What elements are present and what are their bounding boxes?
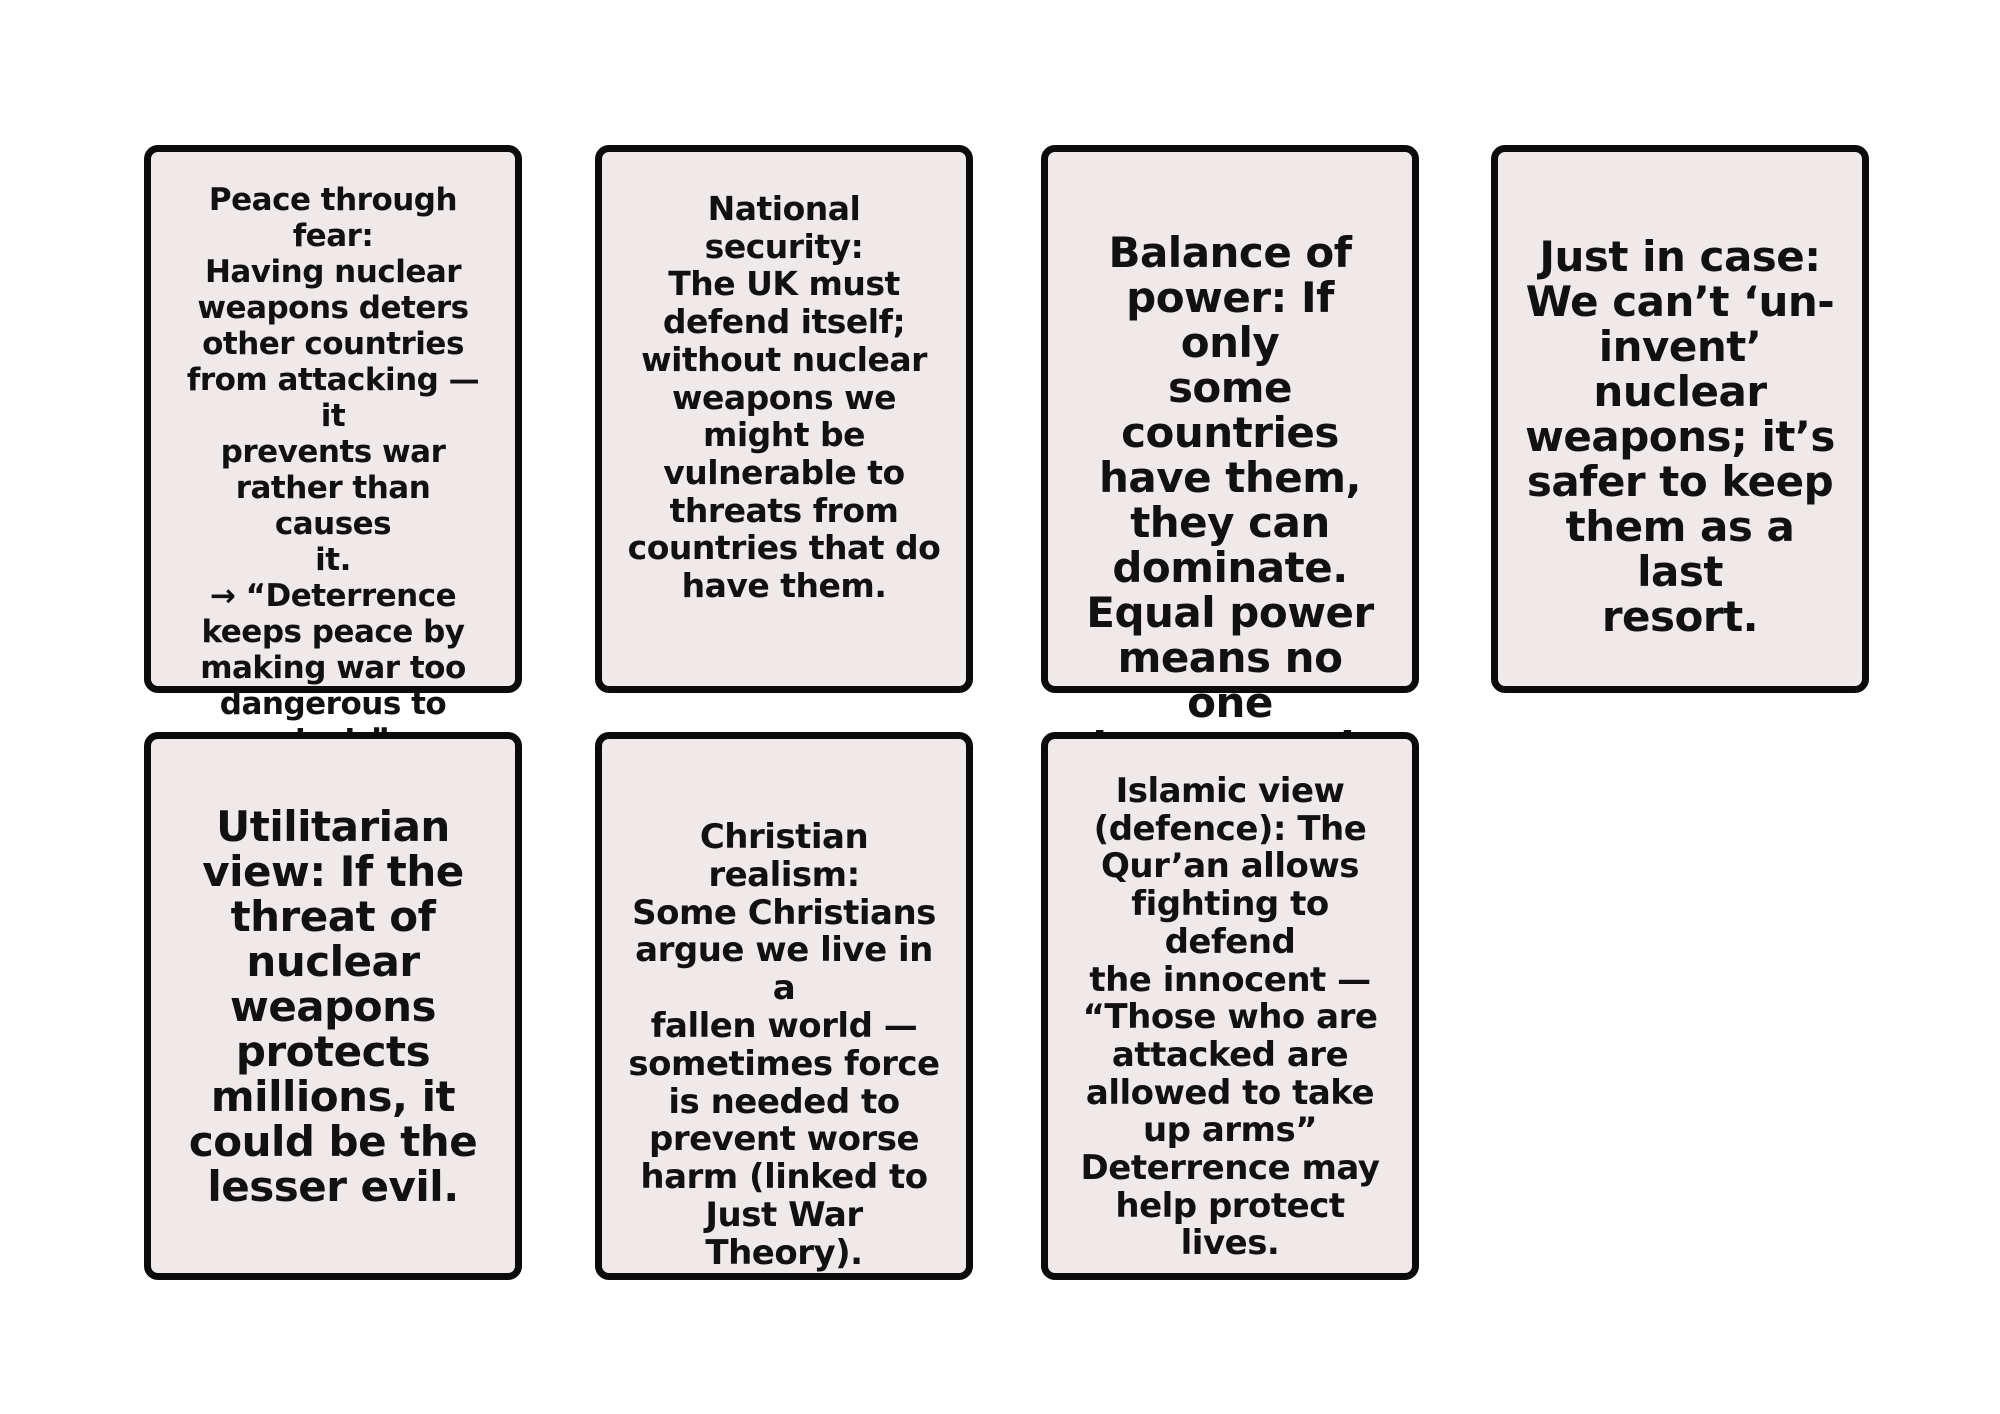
card-balance-of-power: Balance of power: If only some countries…: [1041, 145, 1419, 770]
card-text: Christian realism: Some Christians argue…: [628, 817, 940, 1273]
card-christian-realism: Christian realism: Some Christians argue…: [595, 732, 973, 1280]
card-islamic-view: Islamic view (defence): The Qur’an allow…: [1041, 732, 1419, 1280]
card-utilitarian-view: Utilitarian view: If the threat of nucle…: [144, 732, 522, 1280]
card-text: Peace through fear: Having nuclear weapo…: [186, 182, 480, 758]
card-just-in-case: Just in case: We can’t ‘un- invent’ nucl…: [1491, 145, 1869, 693]
card-text: Just in case: We can’t ‘un- invent’ nucl…: [1525, 232, 1835, 641]
card-national-security: National security: The UK must defend it…: [595, 145, 973, 693]
card-text: Balance of power: If only some countries…: [1077, 228, 1384, 770]
card-text: Islamic view (defence): The Qur’an allow…: [1080, 771, 1380, 1264]
card-text: Utilitarian view: If the threat of nucle…: [188, 801, 478, 1211]
card-peace-through-fear: Peace through fear: Having nuclear weapo…: [144, 145, 522, 758]
card-text: National security: The UK must defend it…: [627, 189, 941, 606]
